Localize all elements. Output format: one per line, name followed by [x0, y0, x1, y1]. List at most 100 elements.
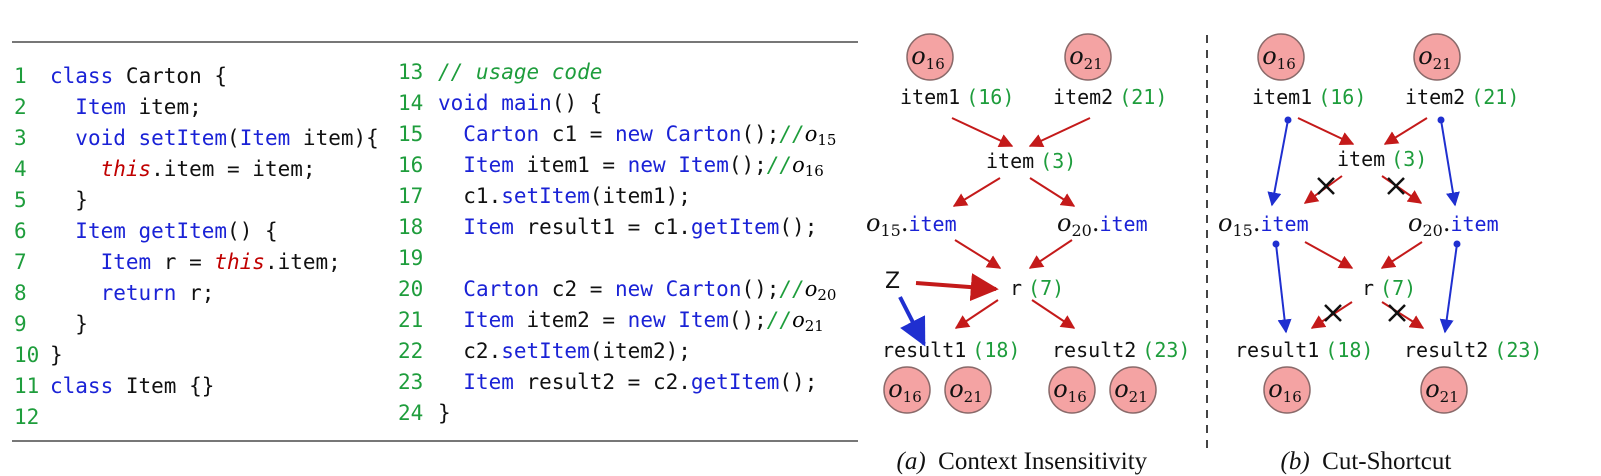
- node-r: r(7): [1010, 276, 1064, 300]
- line-number: 6: [14, 219, 27, 243]
- line-number: 14: [398, 91, 424, 115]
- caption-a-label: (a): [896, 448, 926, 475]
- code-token: return: [100, 281, 177, 305]
- node-result1: result1(18): [1235, 338, 1373, 362]
- code-token: o21: [792, 308, 824, 335]
- cut-mark: [1317, 177, 1335, 195]
- code-token: }: [50, 188, 88, 212]
- edge-item-o15item: [952, 177, 1001, 207]
- code-token: getItem: [138, 219, 228, 243]
- code-token: c2 =: [539, 277, 616, 301]
- code-token: }: [438, 401, 451, 425]
- line-number: 22: [398, 339, 424, 363]
- shortcut-item1-o15item: [1267, 119, 1289, 207]
- line-number: 19: [398, 246, 424, 270]
- code-token: ();: [779, 215, 818, 239]
- code-line: 18 Item result1 = c1.getItem();: [398, 212, 817, 243]
- code-line: 21 Item item2 = new Item();//o21: [398, 305, 824, 336]
- top-rule: [12, 41, 858, 43]
- code-token: Carton {: [113, 64, 228, 88]
- line-number: 1: [14, 64, 27, 88]
- code-token: void: [75, 126, 126, 150]
- code-token: ();: [741, 277, 780, 301]
- code-line: 14 void main() {: [398, 88, 602, 119]
- code-token: //: [779, 277, 805, 301]
- code-token: result1 = c1.: [513, 215, 691, 239]
- code-line: 23 Item result2 = c2.getItem();: [398, 367, 817, 398]
- code-token: ();: [728, 308, 767, 332]
- code-token: main: [501, 91, 552, 115]
- line-number: 9: [14, 312, 27, 336]
- line-number: 11: [14, 374, 40, 398]
- line-number: 3: [14, 126, 27, 150]
- node-r: r(7): [1362, 276, 1416, 300]
- node-item: item(3): [1337, 147, 1427, 171]
- code-token: setItem: [501, 184, 590, 208]
- code-token: Item: [75, 95, 126, 119]
- object-o21: [1109, 366, 1157, 414]
- edge-o15item-r: [954, 239, 1002, 269]
- node-item2: item2(21): [1053, 85, 1167, 109]
- code-token: Item: [463, 153, 514, 177]
- code-token: Carton: [463, 277, 540, 301]
- code-token: //: [779, 122, 805, 146]
- node-o15-item: o15.item: [1218, 209, 1309, 240]
- code-token: setItem: [138, 126, 228, 150]
- edge-z-result1: [898, 296, 926, 347]
- code-token: getItem: [690, 215, 780, 239]
- code-token: Item: [463, 215, 514, 239]
- code-token: (item1);: [589, 184, 691, 208]
- code-token: Item: [463, 308, 514, 332]
- code-token: r =: [151, 250, 215, 274]
- code-line: 7 Item r = this.item;: [14, 247, 341, 278]
- node-item1: item1(16): [1252, 85, 1366, 109]
- code-token: () {: [551, 91, 603, 115]
- line-number: 5: [14, 188, 27, 212]
- line-number: 7: [14, 250, 27, 274]
- line-number: 18: [398, 215, 424, 239]
- code-token: item1 =: [513, 153, 628, 177]
- code-token: this: [100, 157, 152, 181]
- code-token: ();: [779, 370, 818, 394]
- edge-o20item-r: [1028, 239, 1073, 269]
- code-token: o20: [804, 277, 837, 304]
- caption-a: (a) Context Insensitivity: [884, 420, 1148, 476]
- code-token: //: [766, 153, 793, 177]
- caption-b: (b) Cut-Shortcut: [1268, 420, 1452, 476]
- edge-o15item-r: [1304, 241, 1354, 269]
- code-token: void: [438, 91, 489, 115]
- code-line: 9 }: [14, 309, 88, 340]
- code-token: Item: [100, 250, 152, 274]
- code-token: r;: [176, 281, 215, 305]
- code-token: ();: [728, 153, 767, 177]
- line-number: 24: [398, 401, 424, 425]
- code-line: 17 c1.setItem(item1);: [398, 181, 691, 212]
- shortcut-o15item-result1: [1275, 243, 1292, 334]
- code-token: o15: [804, 122, 837, 149]
- code-token: new: [615, 277, 653, 301]
- code-token: getItem: [690, 370, 780, 394]
- object-o16: [906, 33, 954, 81]
- code-line: 3 void setItem(Item item){: [14, 123, 379, 154]
- line-number: 21: [398, 308, 424, 332]
- code-token: new: [615, 122, 653, 146]
- code-line: 15 Carton c1 = new Carton();//o15: [398, 119, 836, 150]
- edge-item-o20item: [1381, 175, 1423, 204]
- code-token: c1.: [438, 184, 502, 208]
- code-line: 12: [14, 402, 50, 433]
- code-token: (: [227, 126, 240, 150]
- code-token: c2.: [438, 339, 502, 363]
- caption-b-label: (b): [1280, 448, 1310, 475]
- code-line: 24}: [398, 398, 451, 429]
- code-token: .item;: [264, 250, 341, 274]
- code-line: 5 }: [14, 185, 88, 216]
- code-token: new: [627, 153, 666, 177]
- edge-o20item-r: [1380, 241, 1423, 269]
- edge-z-r: [915, 273, 999, 302]
- code-token: setItem: [501, 339, 590, 363]
- object-o16: [1257, 33, 1305, 81]
- node-item2: item2(21): [1405, 85, 1519, 109]
- code-line: 19: [398, 243, 438, 274]
